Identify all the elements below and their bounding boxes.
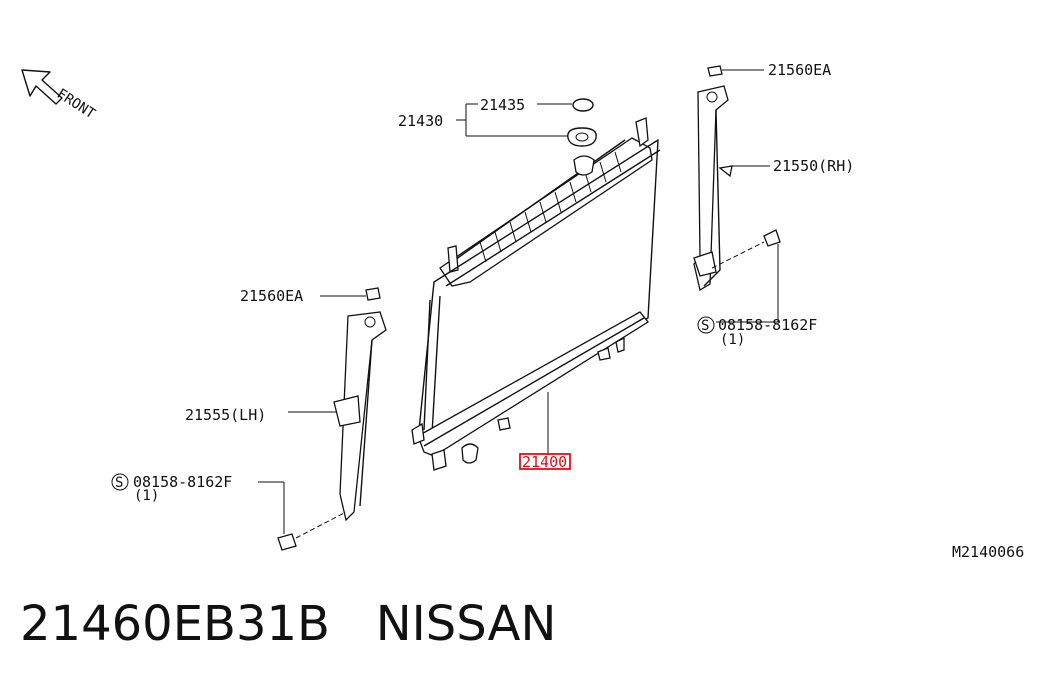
cap-leaders [456, 103, 572, 137]
label-bolt-left: 08158-8162F [133, 473, 232, 491]
bolt-right-part [711, 229, 781, 323]
filler-seal-part [567, 127, 597, 147]
radiator-part [411, 117, 661, 471]
bracket-rh-part [693, 85, 770, 292]
front-arrow-icon [21, 69, 63, 105]
grommet-left-part [320, 287, 381, 301]
grommet-right-part [707, 65, 764, 77]
label-bolt-right: 08158-8162F [718, 316, 817, 334]
screw-s-right: S [701, 318, 709, 334]
label-21555-lh: 21555(LH) [185, 406, 266, 424]
label-bolt-left-qty: (1) [134, 488, 159, 504]
label-21430: 21430 [398, 112, 443, 130]
label-21560ea-right: 21560EA [768, 61, 831, 79]
front-label: FRONT [54, 86, 99, 123]
part-number-footer: 21460EB31B NISSAN [20, 596, 557, 652]
cap-part [572, 98, 594, 112]
bolt-left-part [258, 481, 347, 551]
diagram-code: M2140066 [952, 543, 1024, 561]
bracket-lh-part [288, 311, 387, 522]
label-21435: 21435 [480, 96, 525, 114]
label-21550-rh: 21550(RH) [773, 157, 854, 175]
screw-symbol-right-icon [697, 316, 715, 334]
radiator-label-highlight [519, 453, 571, 470]
label-21560ea-left: 21560EA [240, 287, 303, 305]
screw-s-left: S [115, 475, 123, 491]
label-bolt-right-qty: (1) [720, 332, 745, 348]
screw-symbol-left-icon [111, 473, 129, 491]
label-21400: 21400 [522, 453, 567, 471]
